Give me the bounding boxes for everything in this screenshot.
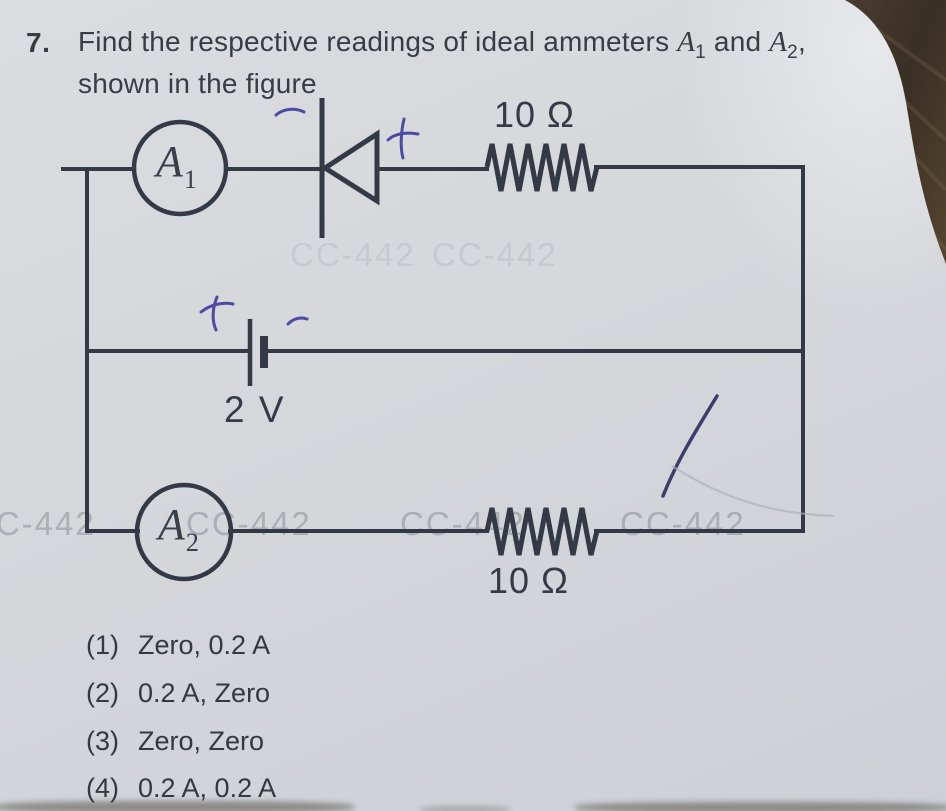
watermark: CC-442 (0, 505, 96, 542)
option-1-text: Zero, 0.2 A (138, 630, 271, 660)
question-text: , (797, 26, 806, 57)
handwritten-minus-battery (286, 316, 309, 326)
option-2-text: 0.2 A, Zero (138, 678, 271, 708)
resistor-top-label: 10 Ω (494, 94, 575, 135)
option-3: (3) Zero, Zero (86, 726, 264, 757)
ammeter2-label-base: A (158, 500, 185, 549)
option-4-number: (4) (86, 773, 119, 803)
option-4-text: 0.2 A, 0.2 A (138, 773, 277, 803)
option-2-number: (2) (86, 678, 119, 708)
question-line-1: Find the respective readings of ideal am… (78, 26, 806, 64)
photo-edge-shadow (575, 802, 946, 811)
watermark: CC-442 (620, 505, 746, 542)
watermark: CC-442 (432, 236, 558, 273)
battery-label: 2 V (224, 389, 286, 430)
ammeter1-symbol: A (677, 26, 696, 58)
handwritten-plus-battery-horizontal (199, 301, 235, 314)
question-line-2: shown in the figure (78, 68, 317, 99)
option-1: (1) Zero, 0.2 A (86, 630, 270, 661)
watermark: CC-442 (290, 236, 416, 273)
ammeter2-label: A2 (158, 503, 199, 556)
photo-edge-shadow (0, 801, 354, 811)
resistor-bottom-label: 10 Ω (488, 560, 569, 601)
ammeter1-label-base: A (156, 137, 183, 186)
watermark: CC-442 (186, 505, 312, 542)
watermark: CC-442 (400, 505, 526, 542)
photo-background-corner (845, 0, 946, 264)
ammeter1-subscript: 1 (695, 42, 706, 63)
ammeter2-label-sub: 2 (185, 528, 199, 557)
pen-slash-mark (661, 394, 719, 498)
option-3-text: Zero, Zero (138, 726, 265, 756)
ammeter2-symbol: A (769, 26, 788, 58)
question-text: Find the respective readings of ideal am… (78, 26, 678, 57)
option-4: (4) 0.2 A, 0.2 A (86, 773, 276, 804)
photo-edge-shadow (420, 806, 510, 811)
handwritten-plus-battery-vertical (211, 295, 219, 332)
question-text: and (705, 26, 770, 57)
ammeter1-label-sub: 1 (183, 165, 197, 194)
option-2: (2) 0.2 A, Zero (86, 678, 270, 709)
option-3-number: (3) (86, 726, 119, 756)
option-1-number: (1) (86, 630, 119, 660)
ammeter2-subscript: 2 (787, 42, 798, 63)
ammeter1-label: A1 (156, 140, 197, 193)
question-number: 7. (26, 27, 51, 58)
